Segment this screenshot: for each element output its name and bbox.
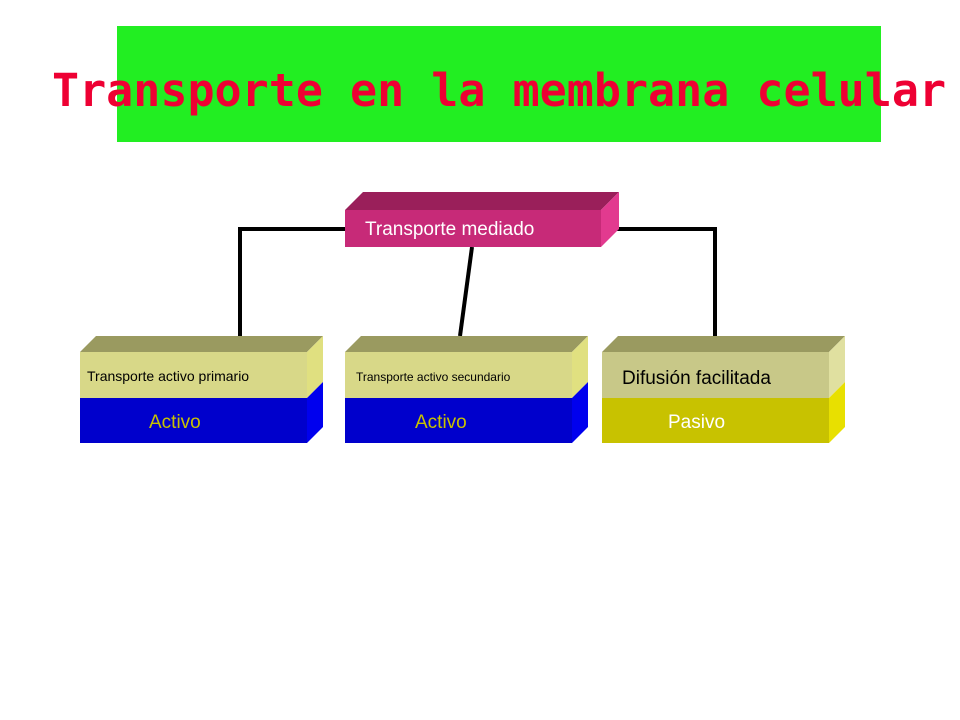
root-side-face: [601, 192, 619, 247]
child-3-upper-side: [829, 336, 845, 398]
child-2-upper-front: [345, 352, 572, 398]
child-3-label: Difusión facilitada: [622, 368, 771, 389]
child-1-upper-front: [80, 352, 307, 398]
title-banner: [117, 26, 881, 142]
connector-right: [597, 227, 717, 336]
root-front-face: [345, 210, 601, 247]
child-node-secondary-active: Transporte activo secundario Activo: [345, 336, 588, 443]
connector-left: [238, 227, 345, 336]
child-1-lower-side: [307, 382, 323, 443]
child-1-type: Activo: [149, 412, 201, 433]
child-3-lower-side: [829, 382, 845, 443]
root-node: Transporte mediado: [345, 192, 619, 247]
child-2-upper-side: [572, 336, 588, 398]
child-3-upper-front: [602, 352, 829, 398]
child-1-label: Transporte activo primario: [87, 368, 249, 384]
root-top-face: [345, 192, 619, 210]
connectors: [238, 227, 717, 337]
root-label: Transporte mediado: [365, 219, 534, 240]
child-2-lower-front: [345, 398, 572, 443]
child-node-facilitated-diffusion: Difusión facilitada Pasivo: [602, 336, 845, 443]
child-1-lower-front: [80, 398, 307, 443]
child-1-top-face: [80, 336, 323, 352]
child-3-lower-front: [602, 398, 829, 443]
page-title: Transporte en la membrana celular: [52, 64, 947, 117]
child-2-lower-side: [572, 382, 588, 443]
child-2-top-face: [345, 336, 588, 352]
child-2-label: Transporte activo secundario: [356, 370, 511, 384]
child-2-type: Activo: [415, 412, 467, 433]
child-node-primary-active: Transporte activo primario Activo: [80, 336, 323, 443]
connector-middle: [458, 246, 474, 337]
child-3-type: Pasivo: [668, 412, 725, 433]
child-3-top-face: [602, 336, 845, 352]
child-1-upper-side: [307, 336, 323, 398]
